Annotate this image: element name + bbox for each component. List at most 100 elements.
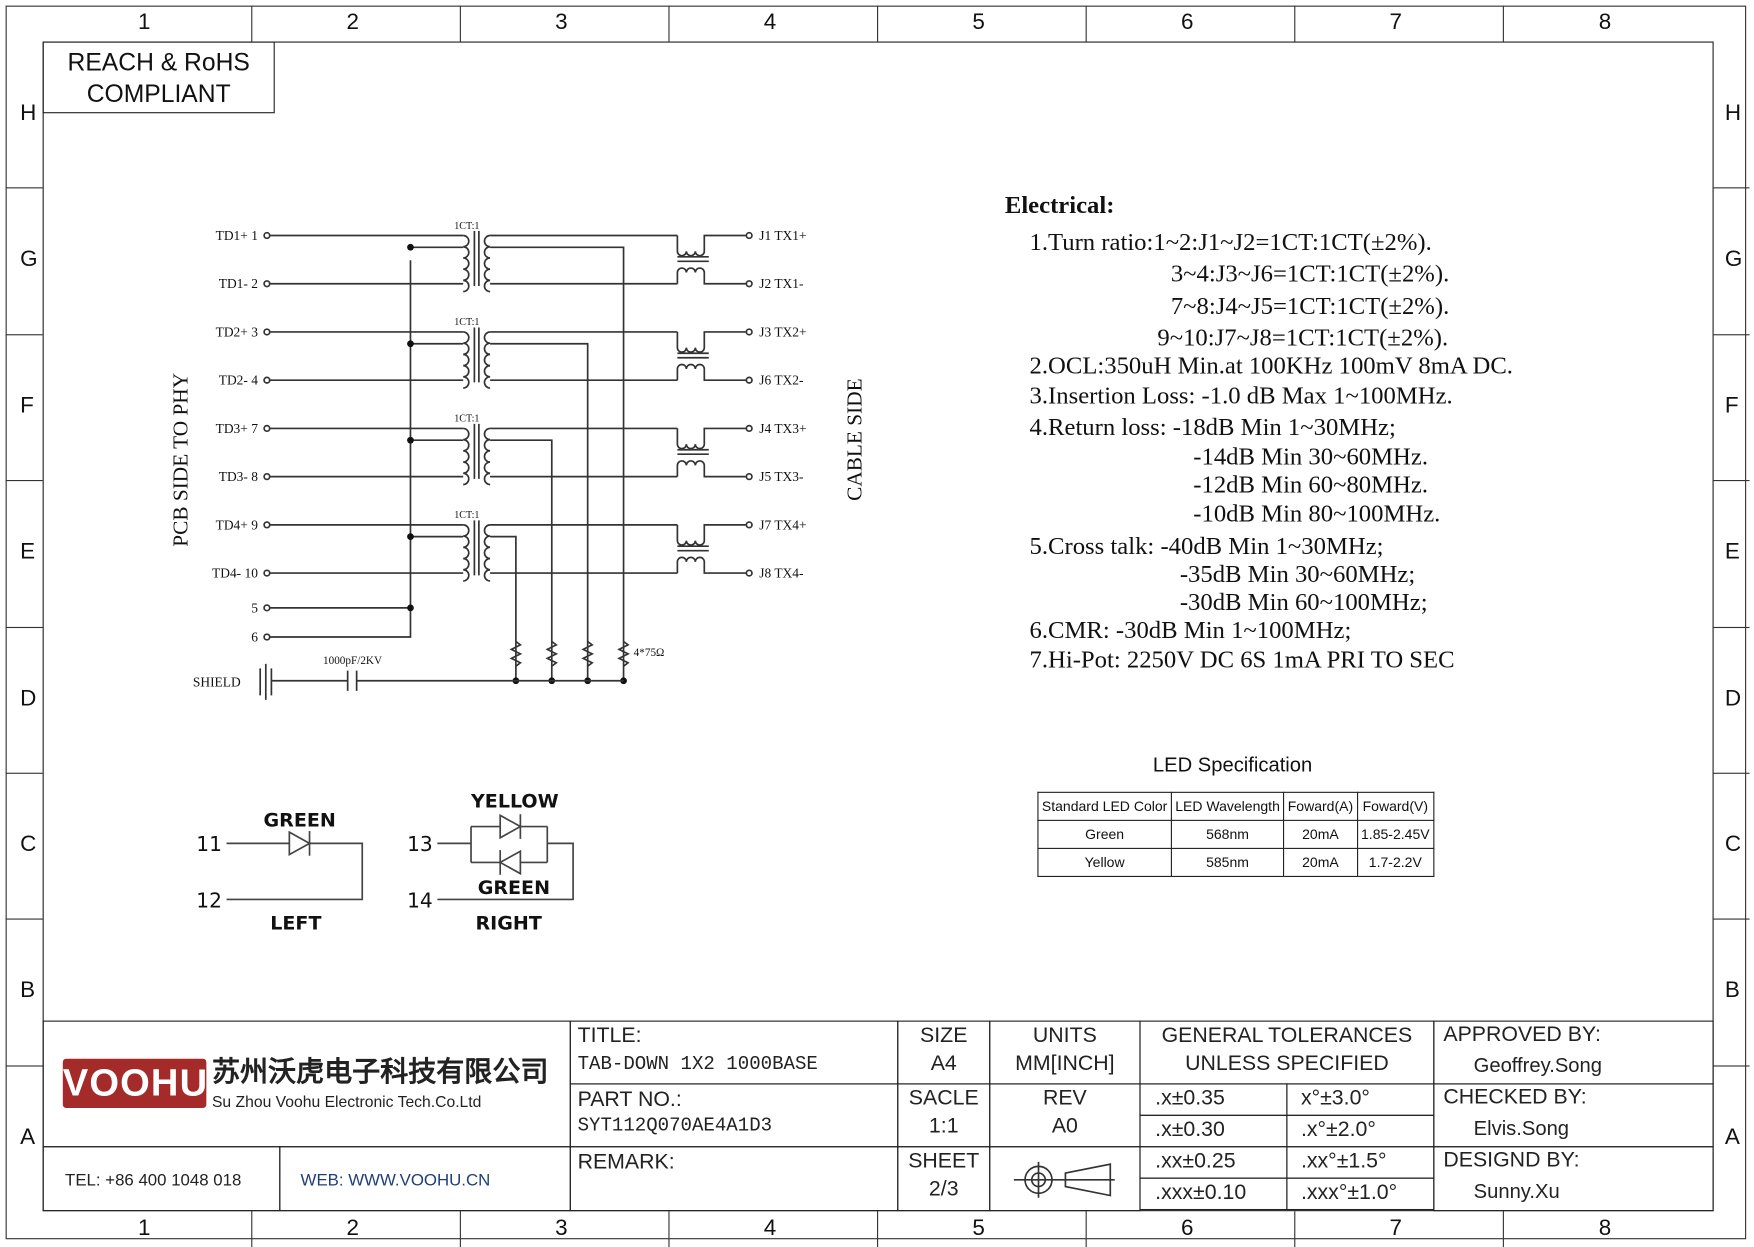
led-right-top-color: YELLOW — [470, 790, 559, 812]
right-pin-label: J3 TX2+ — [759, 324, 806, 339]
right-pin-label: J8 TX4- — [759, 566, 803, 581]
row-marker: H — [20, 100, 37, 126]
cell: 20mA — [1283, 819, 1358, 849]
electrical-spec-line: 7~8:J4~J5=1CT:1CT(±2%). — [1170, 291, 1450, 320]
left-pin-label: TD4+ 9 — [216, 517, 259, 532]
compliance-box: REACH & RoHS COMPLIANT — [42, 41, 275, 114]
row-divider — [5, 772, 43, 774]
pin-terminal — [263, 424, 271, 433]
row-divider — [1712, 187, 1750, 189]
column-divider — [1085, 5, 1087, 42]
led-pin-14: 14 — [407, 888, 433, 912]
led-left-color: GREEN — [264, 810, 336, 832]
column-marker: 5 — [972, 1215, 985, 1241]
row-marker: A — [1724, 1124, 1740, 1150]
cell: 1.85-2.45V — [1356, 819, 1435, 849]
right-pin-label: J4 TX3+ — [759, 421, 806, 436]
linear-tolerance: .xx±0.25 — [1155, 1149, 1236, 1174]
left-pin-label: TD3+ 7 — [216, 421, 259, 436]
left-pin-label: TD2- 4 — [219, 373, 258, 388]
column-divider — [1294, 1211, 1296, 1247]
tel: TEL: +86 400 1048 018 — [65, 1170, 242, 1190]
web-link[interactable]: WEB: WWW.VOOHU.CN — [300, 1170, 491, 1190]
right-pin-label: J5 TX3- — [759, 469, 803, 484]
electrical-spec-line: 5.Cross talk: -40dB Min 1~30MHz; — [1029, 531, 1384, 560]
right-pin-label: J1 TX1+ — [759, 228, 806, 243]
column-marker: 1 — [137, 10, 151, 35]
column-marker: 6 — [1180, 1215, 1194, 1241]
column-marker: 5 — [972, 10, 985, 35]
logo-text: VOOHU — [62, 1062, 209, 1105]
row-marker: G — [1724, 247, 1743, 272]
row-marker: G — [20, 247, 38, 272]
pin-terminal — [263, 521, 271, 529]
left-pin-label: TD3- 8 — [219, 469, 258, 484]
col-header: Standard LED Color — [1037, 791, 1172, 821]
electrical-spec-line: 4.Return loss: -18dB Min 1~30MHz; — [1029, 412, 1396, 441]
electrical-spec-line: 3~4:J3~J6=1CT:1CT(±2%). — [1170, 259, 1450, 288]
electrical-spec-line: -35dB Min 30~60MHz; — [1179, 559, 1416, 588]
left-pin-label: 6 — [251, 629, 258, 644]
led-left-side: LEFT — [270, 913, 321, 935]
row-divider — [1712, 626, 1750, 628]
led-right-bottom-color: GREEN — [478, 877, 550, 899]
designed-by-label: DESIGND BY: — [1443, 1148, 1580, 1172]
electrical-spec-line: 7.Hi-Pot: 2250V DC 6S 1mA PRI TO SEC — [1029, 644, 1455, 673]
part-value: SYT112Q070AE4A1D3 — [577, 1115, 773, 1138]
angular-tolerance: .xxx°±1.0° — [1300, 1180, 1398, 1205]
led-right-circuit — [437, 813, 574, 901]
column-marker: 1 — [137, 1215, 151, 1241]
table-row: Green 568nm 20mA 1.85-2.45V — [1037, 819, 1435, 849]
electrical-spec-line: -12dB Min 60~80MHz. — [1193, 469, 1429, 498]
right-pin-label: J7 TX4+ — [759, 517, 806, 532]
col-header: Foward(A) — [1283, 791, 1358, 821]
led-spec-title: LED Specification — [1152, 753, 1313, 777]
column-divider — [459, 5, 461, 42]
column-divider — [1502, 1211, 1504, 1247]
row-marker: D — [1724, 685, 1742, 711]
angular-tolerance: x°±3.0° — [1300, 1086, 1370, 1111]
row-divider — [5, 480, 43, 482]
transformer-ratio-label: 1CT:1 — [454, 317, 479, 328]
table-row: Yellow 585nm 20mA 1.7-2.2V — [1037, 847, 1435, 878]
row-divider — [1712, 772, 1750, 774]
company-name-en: Su Zhou Voohu Electronic Tech.Co.Ltd — [211, 1092, 482, 1111]
compliance-line1: REACH & RoHS — [67, 48, 250, 77]
title-value: TAB-DOWN 1X2 1000BASE — [577, 1054, 818, 1076]
column-marker: 6 — [1180, 10, 1194, 35]
row-marker: C — [20, 832, 37, 857]
size-label: SIZE — [920, 1023, 968, 1048]
column-divider — [459, 1211, 461, 1247]
units-value: MM[INCH] — [1015, 1051, 1115, 1076]
col-header: Foward(V) — [1356, 791, 1435, 821]
led-left-circuit — [226, 830, 364, 901]
rev-label: REV — [1042, 1086, 1087, 1111]
tolerance-cell — [1286, 1177, 1435, 1211]
column-marker: 2 — [346, 1215, 360, 1241]
electrical-spec-line: 9~10:J7~J8=1CT:1CT(±2%). — [1157, 322, 1449, 352]
electrical-spec-line: 3.Insertion Loss: -1.0 dB Max 1~100MHz. — [1029, 381, 1453, 410]
row-marker: H — [1724, 100, 1742, 126]
column-divider — [1294, 5, 1296, 42]
size-value: A4 — [930, 1051, 957, 1076]
projection-symbol-icon — [1013, 1161, 1115, 1198]
transformer-ratio-label: 1CT:1 — [454, 221, 479, 232]
company-name-cn: 苏州沃虎电子科技有限公司 — [211, 1056, 549, 1088]
row-divider — [5, 333, 43, 336]
electrical-spec-line: 2.OCL:350uH Min.at 100KHz 100mV 8mA DC. — [1029, 351, 1513, 380]
row-marker: B — [1724, 978, 1740, 1004]
row-divider — [1712, 1065, 1750, 1067]
led-spec-table: Standard LED Color LED Wavelength Foward… — [1037, 791, 1435, 878]
column-divider — [877, 1211, 879, 1247]
row-marker: F — [1724, 393, 1739, 419]
cell: 20mA — [1283, 847, 1358, 878]
part-label: PART NO.: — [577, 1087, 682, 1112]
column-marker: 7 — [1389, 1215, 1403, 1241]
sheet-label: SHEET — [908, 1149, 980, 1174]
column-divider — [1502, 5, 1504, 42]
electrical-spec-line: 1.Turn ratio:1~2:J1~J2=1CT:1CT(±2%). — [1029, 227, 1432, 256]
pin-terminal — [263, 280, 271, 288]
angular-tolerance: .xx°±1.5° — [1300, 1149, 1387, 1174]
cable-side-label: CABLE SIDE — [842, 378, 866, 500]
